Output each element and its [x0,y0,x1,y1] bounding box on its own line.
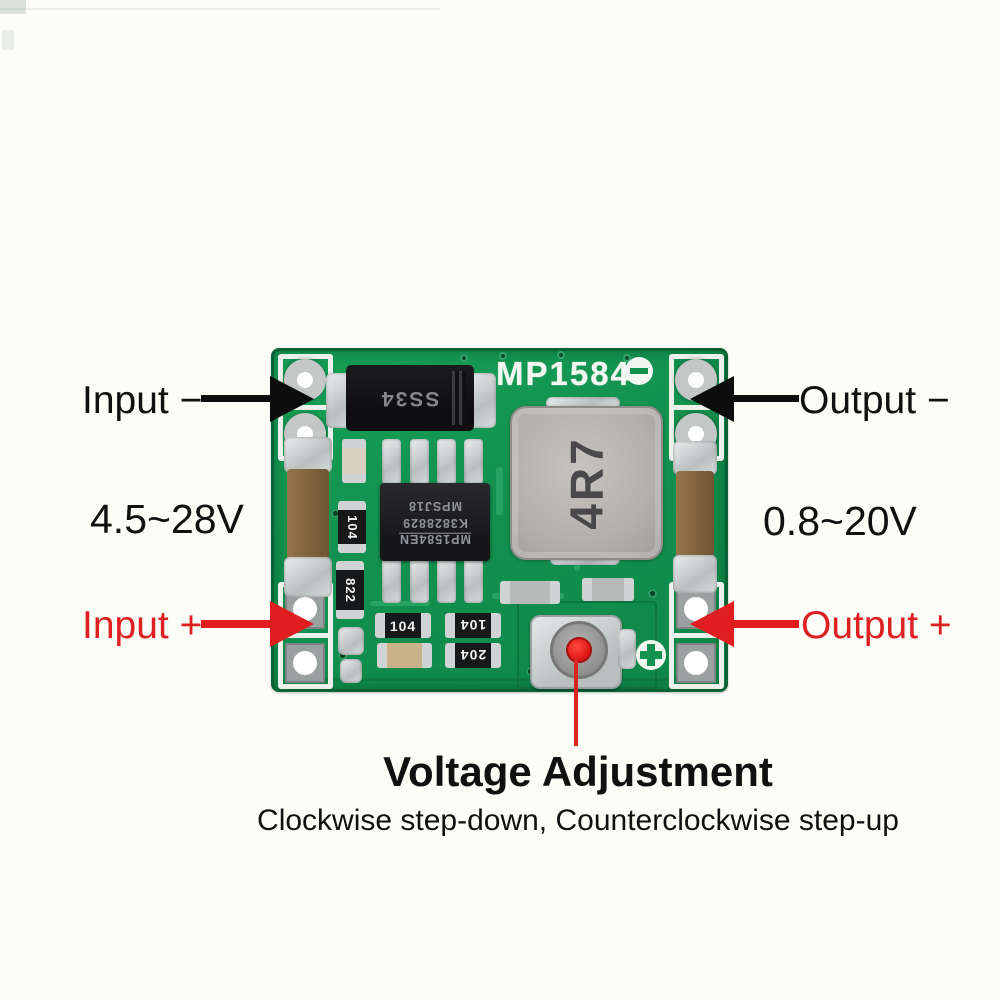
input-minus-arrowhead [270,376,314,422]
pcb-module: MP1584 SS34 4R7 MP1584EN K3828829 MPS [271,348,728,692]
ic-pin [382,439,401,485]
cap-end [445,613,455,638]
cap-terminal [284,437,332,473]
resistor-204: 204 [445,643,501,668]
diode-ss34: SS34 [346,365,474,431]
ic-pin [437,439,456,485]
resistor-822-vertical: 822 [336,561,364,619]
cap-end [338,544,366,553]
cap-end [336,610,364,619]
ic-pin [464,557,483,603]
pot-terminal [618,629,636,669]
through-hole [293,651,317,675]
screw-cross-icon [636,640,666,670]
resistor-104-vertical: 104 [338,501,366,553]
inductor-4r7: 4R7 [510,406,663,560]
scan-artifact [0,0,26,14]
cap-terminal [284,557,332,597]
resistor-marking: 822 [342,577,358,603]
solder-blob [338,627,364,655]
drill-dot [623,354,631,362]
drill-dot [557,351,565,359]
pot-callout-dot [566,637,592,663]
voltage-adjustment-subtitle: Clockwise step-down, Counterclockwise st… [257,804,899,837]
cap-terminal [673,555,717,593]
cathode-band [452,371,466,425]
minus-bar [630,368,648,374]
cross-bar [640,651,662,659]
ic-pin [410,557,429,603]
input-capacitor [287,469,329,561]
ic-marking-line: MPSJ18 [408,498,462,513]
diode-marking: SS34 [380,387,440,410]
input-minus-arrow [201,395,275,402]
ic-marking: MP1584EN K3828829 MPSJ18 [399,498,471,547]
cap-end [550,581,560,604]
cap-end [500,581,510,604]
tinned-pad [676,643,716,683]
ic-marking-line: MP1584EN [399,531,471,546]
cap-end [491,643,501,668]
output-plus-arrowhead [690,601,734,647]
label-input-minus: Input − [82,379,203,422]
drill-dot [460,354,468,362]
label-input-range: 4.5~28V [90,496,244,542]
cap-end [421,613,431,638]
small-capacitor [342,439,366,483]
trace [294,678,714,681]
resistor-marking: 104 [459,617,487,634]
ic-pin [382,557,401,603]
cap-end [377,643,387,668]
tinned-pad [285,643,325,683]
cap-end [491,613,501,638]
output-minus-arrow [731,395,799,402]
ic-pin [464,439,483,485]
via [648,589,657,598]
inductor-marking: 4R7 [560,436,613,530]
resistor-marking: 104 [389,617,417,634]
output-capacitor [676,471,714,559]
ic-marking-line: K3828829 [402,515,468,530]
input-plus-arrowhead [270,601,314,647]
cap-end [342,474,366,483]
scan-artifact [0,8,440,10]
cap-end [582,578,592,601]
label-input-plus: Input + [82,604,203,647]
ic-mp1584en: MP1584EN K3828829 MPSJ18 [380,483,490,561]
voltage-adjustment-pointer-line [574,658,578,746]
resistor-104-a: 104 [375,613,431,638]
resistor-104-b: 104 [445,613,501,638]
output-minus-arrowhead [690,376,734,422]
input-plus-arrow [201,620,275,628]
small-capacitor [582,578,634,601]
drill-dot [499,352,507,360]
minus-circle-icon [625,357,653,385]
scan-artifact [2,30,14,50]
voltage-adjustment-title: Voltage Adjustment [383,748,773,795]
label-output-range: 0.8~20V [763,498,917,544]
trace [370,601,430,606]
resistor-marking: 104 [344,514,360,540]
through-hole [684,651,708,675]
cap-terminal [673,441,717,475]
label-output-minus: Output − [799,379,950,422]
output-plus-arrow [731,620,799,628]
small-capacitor [500,581,560,604]
silkscreen-model-text: MP1584 [496,355,631,392]
label-output-plus: Output + [801,604,952,647]
solder-blob [340,659,362,683]
ic-pin [437,557,456,603]
cap-end [342,439,366,448]
trace [496,467,503,515]
cap-end [336,561,364,570]
resistor-marking: 204 [459,647,487,664]
cap-end [338,501,366,510]
cap-end [375,613,385,638]
cap-end [624,578,634,601]
cap-end [422,643,432,668]
small-capacitor [377,643,432,668]
ic-pin [410,439,429,485]
cap-end [445,643,455,668]
